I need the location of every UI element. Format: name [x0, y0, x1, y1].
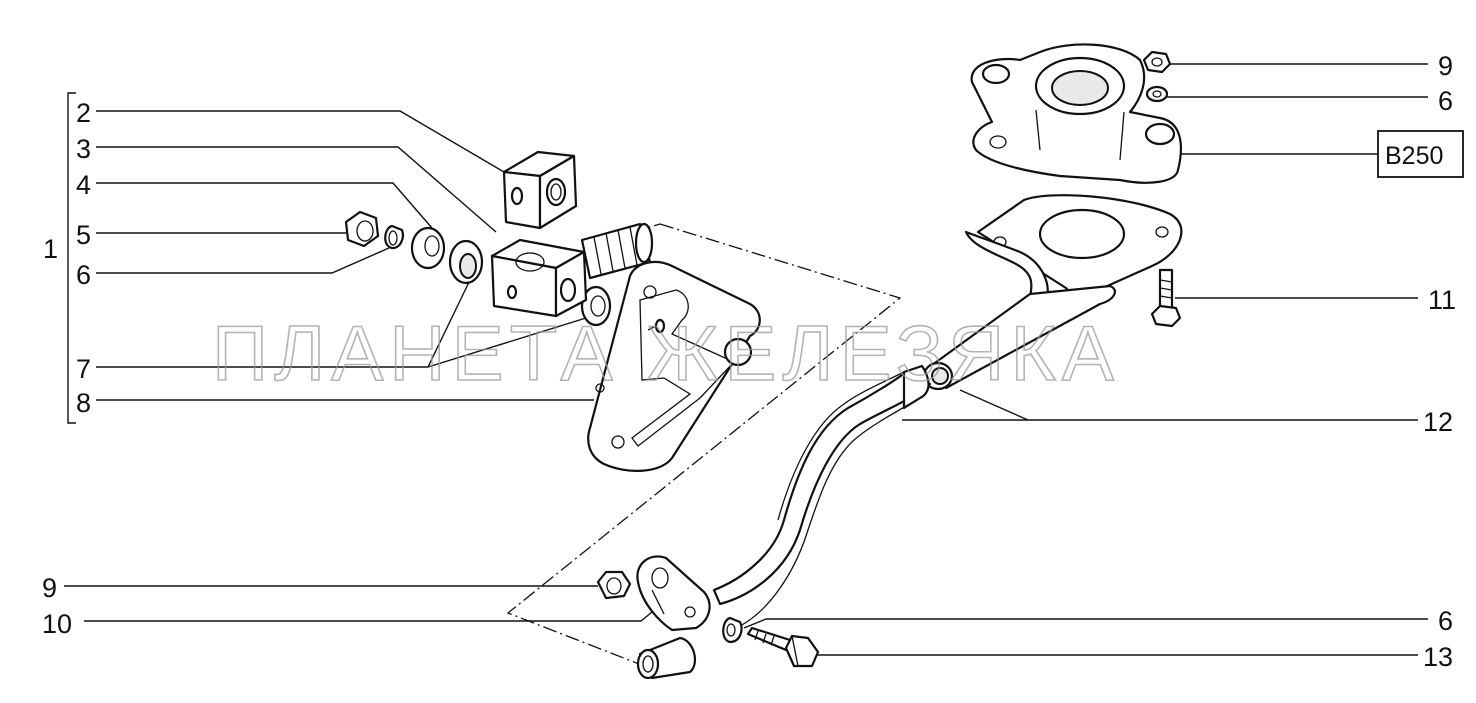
- bracket-plate-part-8: [587, 260, 761, 472]
- group-bracket: [67, 92, 76, 424]
- nut-part-9-upper: [1142, 50, 1172, 74]
- callout-9-upper: 9: [1438, 51, 1453, 81]
- callout-1: 1: [43, 234, 58, 264]
- callout-7: 7: [76, 354, 91, 384]
- reference-box-label: B250: [1385, 142, 1443, 170]
- bushing-lower: [636, 636, 697, 680]
- bushing-part-7: [448, 239, 612, 327]
- watermark: ПЛАНЕТА ЖЕЛЕЗЯКА: [212, 309, 1120, 397]
- bolt-part-11: [1150, 268, 1182, 328]
- callout-11: 11: [1428, 285, 1456, 315]
- callout-6: 6: [76, 260, 91, 290]
- callout-13: 13: [1423, 642, 1453, 672]
- housing-part-b250: [970, 43, 1182, 184]
- bolt-part-13: [746, 626, 820, 668]
- lock-washer-part-6: [384, 224, 404, 250]
- callout-8: 8: [76, 388, 91, 418]
- square-block-part: [502, 150, 578, 230]
- callout-3: 3: [76, 134, 91, 164]
- nut-part-5: [344, 210, 380, 248]
- callout-12: 12: [1423, 407, 1453, 437]
- callout-10: 10: [42, 609, 72, 639]
- flat-washer-part-4: [410, 226, 446, 270]
- callout-5: 5: [76, 220, 91, 250]
- nut-part-9-lower: [596, 570, 632, 600]
- callout-2: 2: [76, 98, 91, 128]
- callout-4: 4: [76, 170, 91, 200]
- leader-lines-right: [743, 63, 1428, 656]
- callout-6-lower: 6: [1438, 606, 1453, 636]
- pedal-arm-part-12: [712, 194, 1183, 627]
- callout-9-lower: 9: [42, 573, 57, 603]
- callout-6-upper: 6: [1438, 86, 1453, 116]
- lock-washer-part-6-upper: [1145, 85, 1169, 103]
- leader-lines-left: [64, 110, 653, 622]
- lock-washer-part-6-lower: [722, 616, 743, 644]
- clevis-part-10: [636, 555, 711, 632]
- clevis-part-3: [490, 222, 654, 318]
- assembly-outline: [506, 223, 902, 677]
